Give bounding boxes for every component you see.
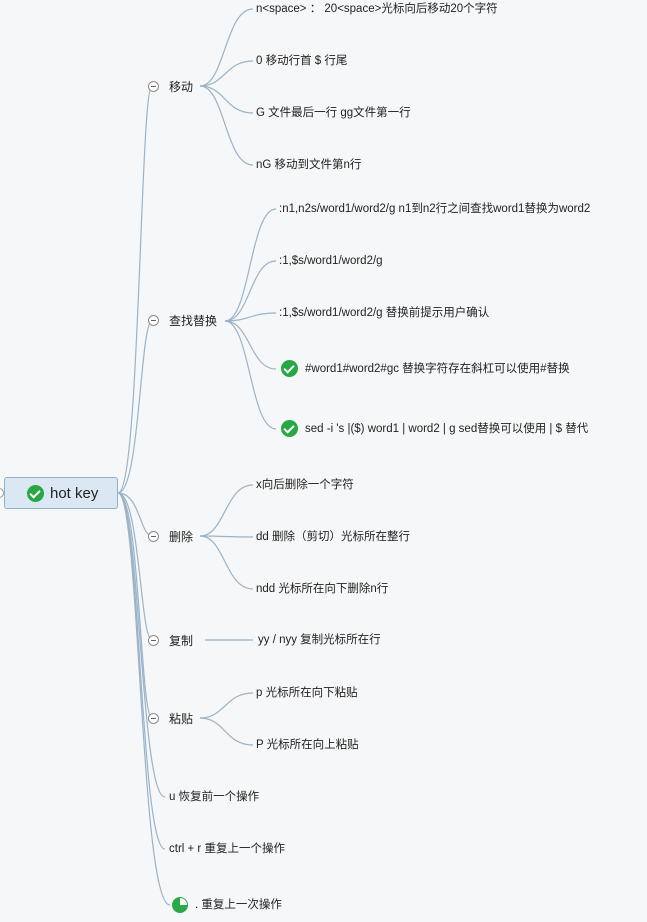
find-item-1[interactable]: :n1,n2s/word1/word2/g n1到n2行之间查找word1替换为… xyxy=(279,203,591,215)
find-item-4-label: #word1#word2#gc 替换字符存在斜杠可以使用#替换 xyxy=(305,362,570,375)
paste-item-2[interactable]: P 光标所在向上粘贴 xyxy=(256,739,359,751)
move-item-3[interactable]: G 文件最后一行 gg文件第一行 xyxy=(256,107,411,119)
leaf-repeat[interactable]: . 重复上一次操作 xyxy=(172,897,282,913)
move-item-4[interactable]: nG 移动到文件第n行 xyxy=(256,159,362,171)
check-circle-icon xyxy=(281,360,298,377)
progress-pie-icon xyxy=(172,897,188,913)
find-item-4[interactable]: #word1#word2#gc 替换字符存在斜杠可以使用#替换 xyxy=(281,360,570,377)
delete-item-2[interactable]: dd 删除（剪切）光标所在整行 xyxy=(256,531,410,543)
delete-item-3[interactable]: ndd 光标所在向下删除n行 xyxy=(256,583,389,595)
leaf-undo[interactable]: u 恢复前一个操作 xyxy=(169,791,260,803)
move-item-2[interactable]: 0 移动行首 $ 行尾 xyxy=(256,55,348,67)
leaf-redo[interactable]: ctrl + r 重复上一个操作 xyxy=(169,843,285,855)
toggle-move[interactable] xyxy=(148,81,159,92)
branch-paste[interactable]: 粘贴 xyxy=(169,712,194,726)
find-item-5[interactable]: sed -i 's |($) word1 | word2 | g sed替换可以… xyxy=(281,420,588,437)
branch-delete[interactable]: 删除 xyxy=(169,530,194,544)
branch-copy[interactable]: 复制 xyxy=(169,634,194,648)
check-circle-icon xyxy=(281,420,298,437)
check-circle-icon xyxy=(27,484,44,502)
find-item-3[interactable]: :1,$s/word1/word2/g 替换前提示用户确认 xyxy=(279,307,490,319)
paste-item-1[interactable]: p 光标所在向下粘贴 xyxy=(256,687,358,699)
branch-move[interactable]: 移动 xyxy=(169,80,194,94)
leaf-repeat-label: . 重复上一次操作 xyxy=(195,899,282,911)
root-node-hot-key[interactable]: hot key xyxy=(4,477,118,509)
branch-find-replace[interactable]: 查找替换 xyxy=(169,314,218,328)
find-item-5-label: sed -i 's |($) word1 | word2 | g sed替换可以… xyxy=(305,422,589,435)
move-item-1[interactable]: n<space> ： 20<space>光标向后移动20个字符 xyxy=(256,3,498,15)
toggle-delete[interactable] xyxy=(148,531,159,542)
root-label: hot key xyxy=(50,484,99,502)
copy-item-1[interactable]: yy / nyy 复制光标所在行 xyxy=(258,634,381,646)
delete-item-1[interactable]: x向后删除一个字符 xyxy=(256,479,354,491)
toggle-find-replace[interactable] xyxy=(148,315,159,326)
toggle-paste[interactable] xyxy=(148,713,159,724)
find-item-2[interactable]: :1,$s/word1/word2/g xyxy=(279,255,383,267)
toggle-copy[interactable] xyxy=(148,635,159,646)
